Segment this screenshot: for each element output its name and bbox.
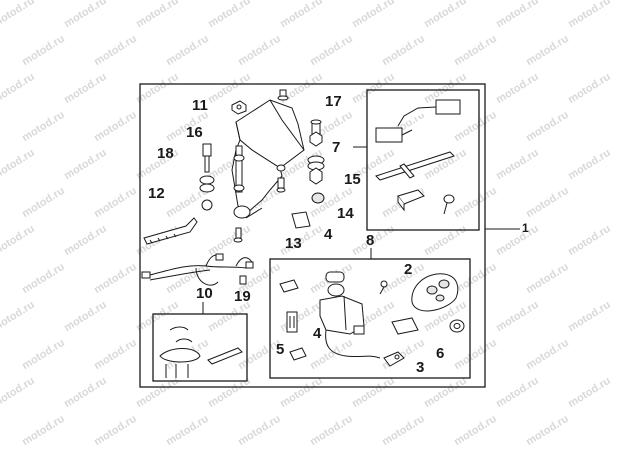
- callout-7: 7: [332, 139, 341, 156]
- callout-3: 3: [416, 359, 425, 376]
- callout-13: 13: [285, 235, 302, 252]
- callout-15: 15: [344, 171, 361, 188]
- callout-4a: 4: [324, 226, 333, 243]
- alarm-accessories: [279, 279, 419, 361]
- callout-14: 14: [337, 205, 354, 222]
- callout-10: 10: [196, 285, 213, 302]
- callout-8: 8: [366, 232, 375, 249]
- outer-frame: [139, 83, 486, 388]
- wiring-lead-4: [325, 325, 381, 359]
- mount-stack-14-15-17: [307, 119, 325, 204]
- pad-13: [291, 211, 311, 229]
- callout-12: 12: [148, 185, 165, 202]
- callout-18: 18: [157, 145, 174, 162]
- sticker-5: [286, 311, 298, 333]
- strap-12: [143, 217, 198, 245]
- callout-16: 16: [186, 124, 203, 141]
- kit-box-7: [366, 89, 480, 231]
- callout-11: 11: [192, 97, 208, 114]
- callout-2: 2: [404, 261, 413, 278]
- nut-11: [231, 100, 247, 115]
- key-3: [383, 351, 405, 367]
- remote-fob-2: [411, 273, 459, 312]
- connector-set: [375, 99, 461, 143]
- cable-tie: [375, 151, 455, 181]
- kit-box-8: [269, 258, 471, 379]
- kit-box-10: [152, 313, 248, 382]
- callout-6: 6: [436, 345, 445, 362]
- bolt-18: [199, 143, 215, 211]
- clip-and-screw: [397, 189, 455, 215]
- callout-4b: 4: [313, 325, 322, 342]
- bolt-16: [233, 145, 245, 193]
- callout-17: 17: [325, 93, 342, 110]
- grommet-6: [449, 319, 465, 333]
- callout-5: 5: [276, 341, 285, 358]
- bracket-screws: [233, 89, 289, 243]
- box-10-parts: [159, 326, 243, 378]
- callout-19: 19: [234, 288, 251, 305]
- wiring-harness-19: [141, 253, 254, 286]
- alarm-siren: [319, 271, 365, 335]
- callout-1: 1: [522, 221, 529, 235]
